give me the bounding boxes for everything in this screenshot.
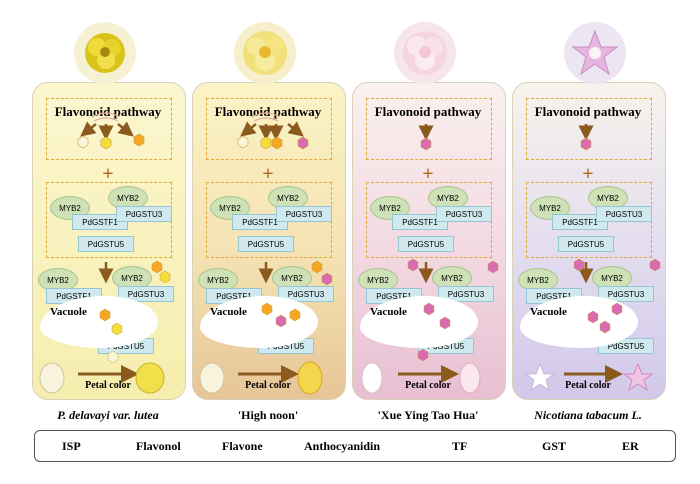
flower-xue-ying-image [394,22,456,84]
vacuole-label: Vacuole [210,306,247,318]
vacuole-shape [40,296,158,348]
vacuole-label: Vacuole [530,306,567,318]
plus-icon: + [422,163,434,185]
caption-delavayi: P. delavayi var. lutea [57,408,159,422]
flower-nicotiana-image [564,22,626,84]
anthocyanidin-hexagon [599,320,611,334]
pdgstu3-gst: PdGSTU3 [276,206,332,222]
pdgstf1-gst: PdGSTF1 [232,214,288,230]
flavonoid-pathway-box [206,98,332,160]
petal-color-label: Petal color [85,380,131,391]
anthocyanidin-hexagon [321,272,333,286]
legend-label-flavonol: Flavonol [136,439,181,453]
legend-label-isp: ISP [62,439,81,453]
flavonoid-pathway-title: Flavonoid pathway [374,104,482,119]
isp-hexagon [151,260,163,274]
isp-hexagon [311,260,323,274]
pdgstu5-gst: PdGSTU5 [78,236,134,252]
vacuole-shape [200,296,318,348]
flavonol-hexagon [111,322,123,336]
isp-hexagon [99,308,111,322]
petal-start [361,362,383,394]
pathway-arrow [240,121,257,137]
flavonoid-pathway-title: Flavonoid pathway [54,104,162,119]
legend-box [34,430,676,462]
petal-start [39,362,65,394]
flavonoid-pathway-box [366,98,492,160]
petal-end [297,361,323,395]
flavone-hexagon [77,135,89,149]
isp-hexagon [271,136,283,150]
flower-high-noon-image [234,22,296,84]
flavonol-hexagon [159,270,171,284]
petal-shapes [39,361,654,395]
legend-label-tf: TF [452,439,468,453]
flavonoid-pathway-title: Flavonoid pathway [214,104,322,119]
petal-end [622,362,654,392]
pdgstf1-gst: PdGSTF1 [552,214,608,230]
pdgstu3-gst: PdGSTU3 [278,286,334,302]
flavonoid-pathway-title: Flavonoid pathway [534,104,642,119]
anthocyanidin-hexagon [573,258,585,272]
plus-icon: + [102,163,114,185]
flavonol-hexagon [100,136,112,150]
vacuole-label: Vacuole [50,306,87,318]
caption-high-noon: 'High noon' [237,408,299,422]
petal-color-label: Petal color [565,380,611,391]
caption-nicotiana: Nicotiana tabacum L. [534,408,642,422]
legend-label-gst: GST [542,439,567,453]
pdgstf1-gst: PdGSTF1 [72,214,128,230]
petal-color-label: Petal color [405,380,451,391]
legend-label-anthocyanidin: Anthocyanidin [304,439,381,453]
flavone-hexagon [107,350,119,364]
anthocyanidin-hexagon [275,314,287,328]
pathway-arrow [80,121,97,137]
petal-start [524,362,556,392]
flavonoid-pathway-box [526,98,652,160]
pdgstu3-gst: PdGSTU3 [118,286,174,302]
petal-end [135,362,165,394]
anthocyanidin-hexagon [407,258,419,272]
pdgstu5-gst: PdGSTU5 [398,236,454,252]
legend-label-er: ER [622,439,639,453]
isp-hexagon [289,308,301,322]
petal-color-label: Petal color [245,380,291,391]
anthocyanidin-hexagon [487,260,499,274]
flavonol-hexagon [260,136,272,150]
anthocyanidin-hexagon [649,258,661,272]
legend-label-flavone: Flavone [222,439,263,453]
anthocyanidin-hexagon [439,316,451,330]
pdgstu3-gst: PdGSTU3 [436,206,492,222]
flavone-hexagon [237,135,249,149]
petal-start [199,362,225,394]
anthocyanidin-hexagon [587,310,599,324]
er-icon [91,112,281,122]
pdgstu5-gst: PdGSTU5 [238,236,294,252]
isp-hexagon [261,302,273,316]
petal-end [459,362,481,394]
pdgstu3-gst: PdGSTU3 [438,286,494,302]
pathway-arrow [117,121,134,137]
anthocyanidin-hexagon [611,302,623,316]
flavonoid-pathway-box [46,98,172,160]
plus-icon: + [262,163,274,185]
pdgstu3-gst: PdGSTU3 [116,206,172,222]
plus-icon: + [582,163,594,185]
vacuole-shape [360,296,478,348]
isp-hexagon [133,133,145,147]
pdgstu3-gst: PdGSTU3 [596,206,652,222]
vacuole-label: Vacuole [370,306,407,318]
anthocyanidin-hexagon [580,137,592,151]
pdgstu3-gst: PdGSTU3 [598,286,654,302]
pathway-arrow [287,121,304,137]
anthocyanidin-hexagon [297,136,309,150]
anthocyanidin-hexagon [417,348,429,362]
caption-xue-ying: 'Xue Ying Tao Hua' [377,408,479,422]
flower-delavayi-image [74,22,136,84]
anthocyanidin-hexagon [420,137,432,151]
pdgstf1-gst: PdGSTF1 [392,214,448,230]
pdgstu5-gst: PdGSTU5 [558,236,614,252]
anthocyanidin-hexagon [423,302,435,316]
